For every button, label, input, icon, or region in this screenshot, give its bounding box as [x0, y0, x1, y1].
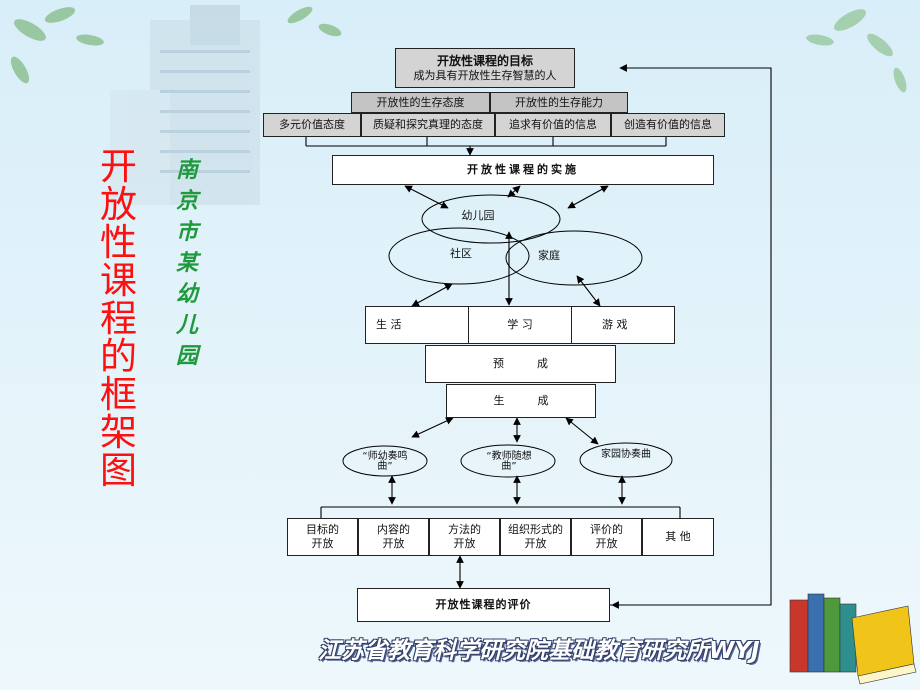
preset-box: 预 成 [425, 345, 616, 383]
song-label-teacher-child: “师幼奏鸣曲” [362, 451, 408, 472]
family-label: 家庭 [538, 249, 560, 262]
openness-box-other: 其 他 [642, 518, 714, 556]
activity-play-label: 游 戏 [602, 318, 628, 332]
slide-title-char: 程 [100, 297, 137, 340]
leaves-decoration-right [806, 9, 907, 93]
kindergarten-name: 南京市某幼儿园 [176, 155, 198, 372]
openness-label-other: 其 他 [665, 530, 691, 544]
slide-title-char: 性 [100, 221, 137, 264]
goal-item-box: 多元价值态度 [263, 113, 361, 137]
goal-item-label: 追求有价值的信息 [509, 118, 597, 132]
openness-box: 组织形式的开放 [500, 518, 571, 556]
song-ellipse-2 [460, 444, 556, 478]
song-label-home-school: 家园协奏曲 [601, 449, 651, 460]
preset-label: 预 成 [493, 357, 548, 371]
evaluation-label: 开放性课程的评价 [435, 598, 532, 612]
song-ellipse-1 [342, 445, 428, 477]
kindergarten-name-char: 某 [176, 251, 199, 276]
activity-life-label: 生 活 [376, 318, 402, 332]
community-label: 社区 [450, 247, 472, 260]
generate-label: 生 成 [493, 394, 549, 408]
kindergarten-ellipse [421, 194, 561, 244]
openness-label: 目标的开放 [306, 523, 339, 550]
goal-item-box: 创造有价值的信息 [611, 113, 725, 137]
building-illustration [110, 5, 260, 205]
activity-study-label: 学 习 [507, 318, 533, 332]
song-ellipse-3 [579, 442, 673, 478]
family-ellipse [505, 230, 643, 286]
survival-attitude-box: 开放性的生存态度 [351, 92, 490, 113]
goal-box: 开放性课程的目标 成为具有开放性生存智慧的人 [395, 48, 575, 88]
survival-attitude-label: 开放性的生存态度 [376, 95, 465, 109]
goal-item-box: 质疑和探究真理的态度 [361, 113, 495, 137]
openness-label: 组织形式的开放 [508, 523, 563, 550]
implementation-label: 开放性课程的实施 [467, 163, 579, 177]
slide-title: 开放性课程的框架图 [100, 148, 137, 490]
kindergarten-name-char: 幼 [176, 282, 199, 307]
openness-label: 内容的开放 [377, 523, 410, 550]
kindergarten-name-char: 京 [176, 189, 199, 214]
evaluation-box: 开放性课程的评价 [357, 588, 610, 622]
openness-box: 方法的开放 [429, 518, 500, 556]
leaves-decoration [10, 6, 342, 84]
generate-box: 生 成 [446, 384, 596, 418]
kindergarten-label: 幼儿园 [461, 209, 495, 222]
slide-title-char: 图 [100, 449, 137, 492]
openness-box: 评价的开放 [571, 518, 642, 556]
kindergarten-name-char: 南 [176, 158, 199, 183]
community-ellipse [388, 227, 530, 285]
slide-title-char: 放 [100, 183, 137, 226]
survival-ability-box: 开放性的生存能力 [490, 92, 628, 113]
survival-ability-label: 开放性的生存能力 [515, 95, 603, 109]
slide-title-char: 课 [100, 259, 137, 302]
goal-subtitle: 成为具有开放性生存智慧的人 [413, 68, 557, 82]
slide-title-char: 架 [100, 411, 137, 454]
slide-title-char: 的 [100, 335, 137, 378]
goal-item-label: 质疑和探究真理的态度 [373, 118, 483, 132]
activity-study-box: 学 习 [468, 306, 572, 344]
goal-item-box: 追求有价值的信息 [495, 113, 611, 137]
goal-item-label: 多元价值态度 [279, 118, 345, 132]
openness-label: 方法的开放 [448, 523, 481, 550]
activity-play-box: 游 戏 [571, 306, 675, 344]
kindergarten-name-char: 儿 [176, 313, 199, 338]
goal-title: 开放性课程的目标 [436, 53, 533, 68]
slide-title-char: 框 [100, 373, 137, 416]
kindergarten-name-char: 市 [176, 220, 199, 245]
kindergarten-name-char: 园 [176, 344, 199, 369]
activity-life-box: 生 活 [365, 306, 469, 344]
goal-item-label: 创造有价值的信息 [624, 118, 712, 132]
openness-label: 评价的开放 [590, 523, 623, 550]
institute-banner: 江苏省教育科学研究院基础教育研究所WYJ [318, 638, 760, 664]
song-label-teacher: “教师随想曲” [486, 451, 532, 472]
implementation-box: 开放性课程的实施 [332, 155, 714, 185]
openness-box: 目标的开放 [287, 518, 358, 556]
slide-title-char: 开 [100, 145, 137, 188]
openness-box: 内容的开放 [358, 518, 429, 556]
books-illustration [789, 593, 917, 685]
